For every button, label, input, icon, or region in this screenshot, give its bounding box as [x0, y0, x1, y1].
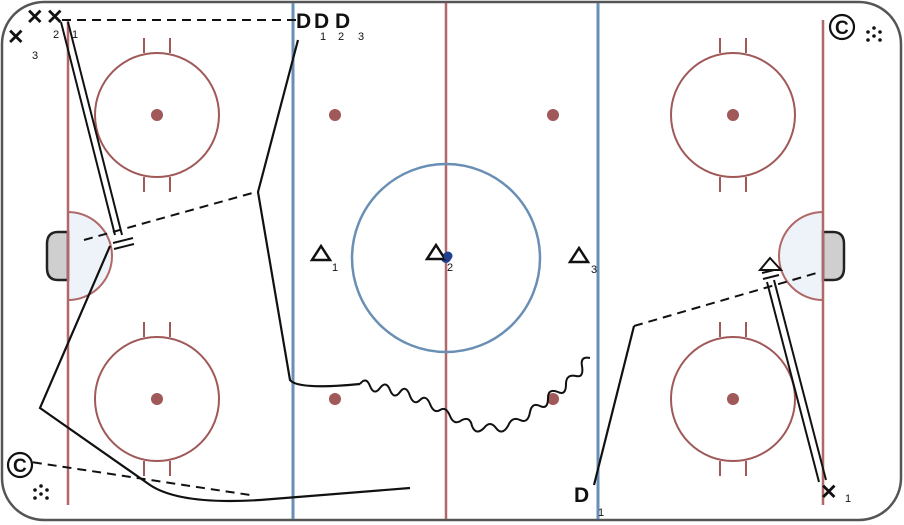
faceoff-circle-bottom-left [94, 322, 220, 476]
cone-1-icon [309, 243, 333, 262]
shot-line-left [60, 21, 135, 250]
cone-2-icon [424, 242, 448, 261]
cone-1-number: 1 [332, 262, 338, 274]
neutral-dot-top-right [547, 109, 559, 121]
svg-text:C: C [13, 456, 27, 477]
neutral-dot-bottom-right [547, 393, 559, 405]
neutral-dot-top-left [329, 109, 341, 121]
forward-x2-symbol: ✕ [26, 6, 44, 29]
skate-path-bottom-left [38, 245, 411, 503]
right-crease [778, 210, 824, 302]
svg-text:C: C [835, 18, 849, 39]
neutral-dot-bottom-left [329, 393, 341, 405]
faceoff-dot-bottom-left [151, 393, 163, 405]
forward-x3-number: 3 [32, 50, 38, 62]
forward-x2-number: 2 [53, 29, 59, 41]
shot-line-right [757, 256, 827, 483]
forward-x3-symbol: ✕ [7, 26, 25, 49]
puck-carry-wavy [359, 356, 591, 433]
left-net [45, 230, 70, 282]
forward-x1-symbol: ✕ [46, 6, 64, 29]
faceoff-circle-top-right [670, 38, 796, 192]
skate-path-d-left [256, 39, 361, 388]
cone-3-icon [567, 245, 591, 264]
forward-right-number: 1 [845, 493, 851, 505]
coach-top-right-icon: C [828, 13, 882, 42]
defense-d1-symbol: D [296, 10, 311, 33]
pass-line-bottom-left [17, 459, 251, 496]
faceoff-circle-top-left [94, 38, 220, 192]
forward-x1-number: 1 [72, 29, 78, 41]
right-net [821, 230, 846, 282]
left-crease [67, 210, 113, 302]
cone-3-number: 3 [591, 264, 597, 276]
defense-d3-number: 3 [358, 31, 364, 43]
defense-bottom-number: 1 [598, 507, 604, 519]
defense-d2-symbol: D [314, 10, 329, 33]
defense-bottom-symbol: D [574, 484, 589, 507]
skate-path-right [592, 325, 636, 486]
faceoff-dot-top-right [727, 109, 739, 121]
faceoff-circle-bottom-right [670, 322, 796, 476]
defense-d2-number: 2 [338, 31, 344, 43]
puck-icon [443, 251, 453, 261]
cone-2-number: 2 [447, 262, 453, 274]
defense-d3-symbol: D [335, 10, 350, 33]
faceoff-dot-top-left [151, 109, 163, 121]
forward-right-symbol: ✕ [820, 481, 838, 504]
faceoff-dot-bottom-right [727, 393, 739, 405]
defense-d1-number: 1 [320, 31, 326, 43]
coach-bottom-left-icon: C [6, 451, 49, 500]
center-circle [350, 162, 542, 354]
pass-line-right [633, 271, 821, 327]
